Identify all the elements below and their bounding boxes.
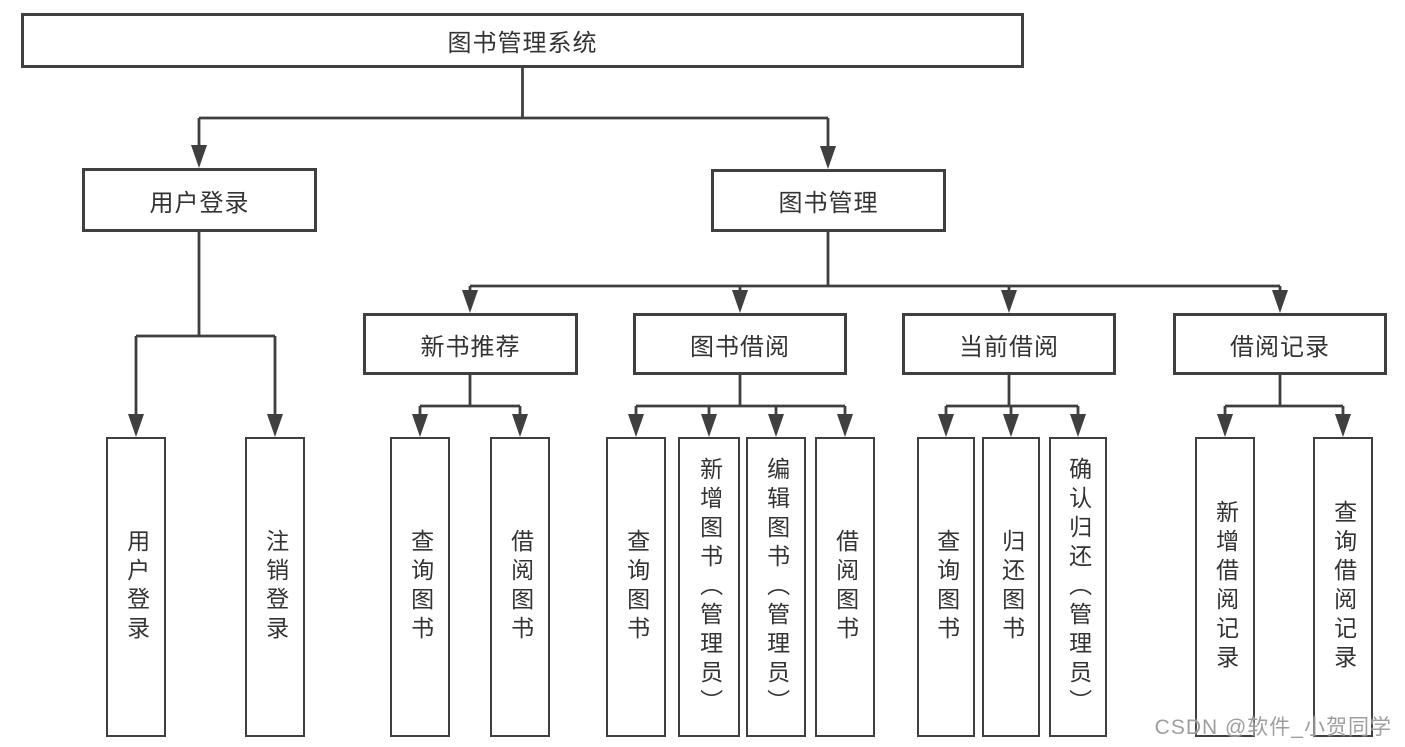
leaf-query-books-recommend: 查询图书	[390, 437, 450, 737]
node-new-book-recommend: 新书推荐	[363, 313, 578, 375]
node-book-system: 图书管理系统	[21, 13, 1024, 68]
leaf-return-book: 归还图书	[982, 437, 1040, 737]
leaf-add-book-admin: 新增图书（管理员）	[678, 437, 740, 737]
leaf-query-books-current: 查询图书	[917, 437, 975, 737]
leaf-logout: 注销登录	[245, 437, 305, 737]
arrowhead-icons	[128, 145, 1351, 437]
node-current-borrow: 当前借阅	[902, 313, 1116, 375]
leaf-query-borrow-record: 查询借阅记录	[1313, 437, 1373, 737]
node-book-management: 图书管理	[711, 169, 946, 232]
node-borrow-records: 借阅记录	[1173, 313, 1387, 375]
leaf-edit-book-admin: 编辑图书（管理员）	[746, 437, 806, 737]
leaf-confirm-return-admin: 确认归还（管理员）	[1049, 437, 1107, 737]
node-book-borrow: 图书借阅	[633, 313, 847, 375]
node-user-login: 用户登录	[82, 168, 317, 232]
csdn-watermark: CSDN @软件_小贺同学	[1154, 716, 1392, 739]
leaf-borrow-books-recommend: 借阅图书	[490, 437, 550, 737]
leaf-query-books-borrow: 查询图书	[606, 437, 666, 737]
leaf-borrow-books: 借阅图书	[815, 437, 875, 737]
leaf-user-login: 用户登录	[106, 437, 166, 737]
leaf-add-borrow-record: 新增借阅记录	[1195, 437, 1255, 737]
